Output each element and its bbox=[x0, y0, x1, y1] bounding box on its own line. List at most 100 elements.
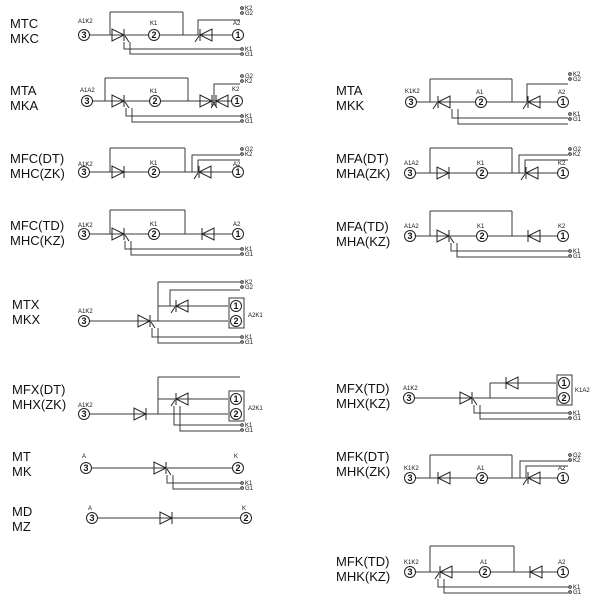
pin-label: K1 bbox=[573, 112, 581, 118]
pin-dot bbox=[568, 585, 572, 589]
thyristor-symbol bbox=[153, 461, 168, 475]
terminal-circle bbox=[148, 228, 160, 240]
diode-symbol bbox=[436, 166, 451, 180]
terminal-number: 2 bbox=[479, 168, 484, 178]
terminal-number: 2 bbox=[152, 96, 157, 106]
pin-label: K1 bbox=[245, 114, 253, 120]
diode-symbol bbox=[133, 407, 148, 421]
pin-dot bbox=[568, 411, 572, 415]
label: A bbox=[88, 506, 92, 512]
terminal-number: 2 bbox=[233, 316, 238, 326]
terminal-circle bbox=[404, 167, 416, 179]
terminal-circle bbox=[81, 95, 93, 107]
wire bbox=[525, 465, 568, 478]
pin-dot bbox=[240, 74, 244, 78]
module-name-alt: MKC bbox=[10, 31, 39, 46]
label: A1A2 bbox=[404, 161, 419, 167]
module-name: MFC(TD) bbox=[10, 218, 64, 233]
module-name: MTA bbox=[10, 83, 37, 98]
label: A1K2 bbox=[78, 19, 93, 25]
gate-lead bbox=[522, 102, 528, 110]
terminal-number: 3 bbox=[81, 409, 86, 419]
gate-lead bbox=[124, 234, 130, 242]
terminal-circle bbox=[232, 462, 244, 474]
wire bbox=[450, 243, 568, 252]
label: K2 bbox=[558, 161, 566, 167]
terminal-number: 3 bbox=[407, 473, 412, 483]
wire bbox=[197, 19, 240, 35]
pin-label: K2 bbox=[573, 152, 581, 158]
wire bbox=[437, 579, 568, 588]
thyristor-symbol bbox=[198, 28, 213, 42]
pin-dot bbox=[568, 77, 572, 81]
pin-dot bbox=[568, 112, 572, 116]
module-name-alt: MHX(ZK) bbox=[12, 397, 66, 412]
module-name-alt: MHA(ZK) bbox=[336, 166, 390, 181]
terminal-number: 2 bbox=[151, 30, 156, 40]
module-name: MD bbox=[12, 504, 32, 519]
label: K1K2 bbox=[404, 466, 419, 472]
terminal-number: 3 bbox=[407, 567, 412, 577]
gate-lead bbox=[170, 399, 176, 407]
module-name: MFA(DT) bbox=[336, 151, 389, 166]
module-name: MTA bbox=[336, 83, 363, 98]
gate-lead bbox=[124, 35, 130, 43]
terminal-circle bbox=[479, 566, 491, 578]
thyristor-symbol bbox=[436, 95, 451, 109]
terminal-circle bbox=[475, 96, 487, 108]
pin-dot bbox=[240, 152, 244, 156]
thyristor-symbol bbox=[526, 95, 541, 109]
label: A2 bbox=[558, 90, 566, 96]
label: A1K2 bbox=[78, 223, 93, 229]
pin-dot bbox=[240, 47, 244, 51]
pin-label: G2 bbox=[245, 285, 254, 291]
pin-label: G1 bbox=[573, 254, 582, 260]
pin-dot bbox=[240, 11, 244, 15]
wire bbox=[191, 154, 240, 172]
pin-label: K2 bbox=[573, 72, 581, 78]
terminal-number: 3 bbox=[406, 393, 411, 403]
wire bbox=[125, 108, 240, 117]
pin-label: G2 bbox=[573, 77, 582, 83]
module-name: MFK(TD) bbox=[336, 554, 389, 569]
terminal-circle bbox=[404, 230, 416, 242]
pin-dot bbox=[568, 117, 572, 121]
terminal-circle bbox=[476, 230, 488, 242]
wire bbox=[456, 243, 568, 258]
diode-symbol bbox=[200, 227, 215, 241]
terminal-circle bbox=[557, 472, 569, 484]
wire bbox=[157, 328, 240, 344]
thyristor-symbol bbox=[111, 28, 126, 42]
terminal-box bbox=[228, 390, 245, 422]
terminal-number: 1 bbox=[233, 394, 238, 404]
pin-dot bbox=[240, 481, 244, 485]
pin-label: K2 bbox=[245, 6, 253, 12]
pin-dot bbox=[240, 119, 244, 123]
gate-lead bbox=[150, 321, 156, 329]
wire bbox=[173, 406, 240, 426]
terminal-number: 2 bbox=[151, 229, 156, 239]
wire bbox=[124, 241, 240, 250]
terminal-circle bbox=[476, 167, 488, 179]
terminal-number: 2 bbox=[233, 409, 238, 419]
module-name-alt: MHA(KZ) bbox=[336, 234, 390, 249]
terminal-circle bbox=[78, 315, 90, 327]
pin-dot bbox=[568, 416, 572, 420]
wire bbox=[457, 109, 568, 125]
gate-lead bbox=[472, 398, 478, 406]
thyristor-symbol bbox=[111, 94, 126, 108]
terminal-number: 2 bbox=[479, 473, 484, 483]
pin-label: G1 bbox=[245, 340, 254, 346]
label: A2 bbox=[233, 222, 241, 228]
terminal-number: 2 bbox=[479, 231, 484, 241]
terminal-number: 3 bbox=[83, 463, 88, 473]
pin-dot bbox=[240, 340, 244, 344]
module-name: MFX(TD) bbox=[336, 381, 389, 396]
module-name-alt: MHC(KZ) bbox=[10, 233, 65, 248]
terminal-number: 1 bbox=[234, 96, 239, 106]
wire bbox=[172, 475, 240, 490]
terminal-box bbox=[556, 374, 573, 406]
